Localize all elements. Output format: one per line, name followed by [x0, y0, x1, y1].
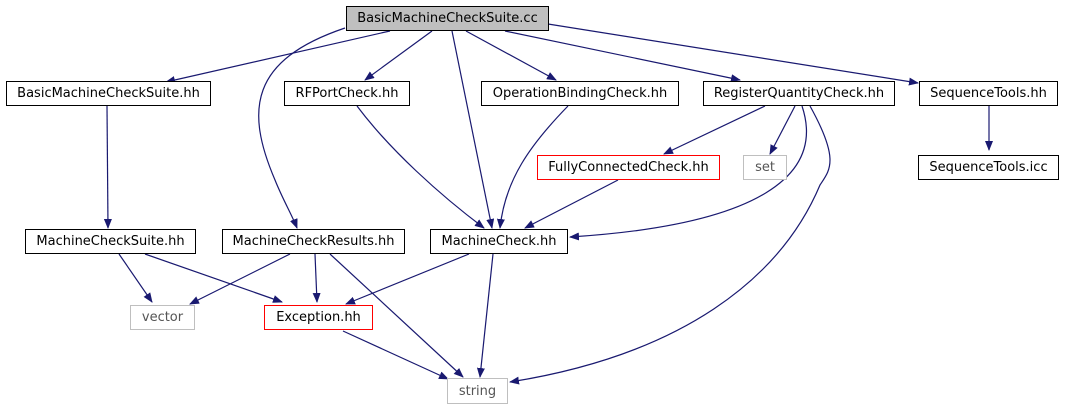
- edge-basic-cc-to-mcresults: [258, 27, 346, 229]
- node-exception-hh[interactable]: Exception.hh: [264, 305, 373, 330]
- node-set[interactable]: set: [743, 155, 787, 180]
- node-sequence-tools-hh[interactable]: SequenceTools.hh: [919, 81, 1058, 106]
- node-label: MachineCheckResults.hh: [232, 234, 395, 249]
- node-machine-check-hh[interactable]: MachineCheck.hh: [430, 229, 568, 254]
- edge-regquant-to-fullyconn: [663, 105, 766, 155]
- edge-regquant-to-string: [509, 105, 831, 385]
- edge-regquant-to-mcheck: [569, 105, 807, 241]
- edge-mcsuite-to-vector: [118, 253, 153, 303]
- node-sequence-tools-icc[interactable]: SequenceTools.icc: [918, 155, 1059, 180]
- node-label: RFPortCheck.hh: [295, 86, 399, 101]
- node-label: OperationBindingCheck.hh: [492, 86, 668, 101]
- node-label: MachineCheck.hh: [441, 234, 557, 249]
- edge-basic-cc-to-regquant: [504, 30, 741, 83]
- edge-basic-hh-to-mcsuite: [103, 105, 112, 229]
- edge-basic-cc-to-mcheck: [451, 30, 495, 229]
- edge-basic-cc-to-opbinding: [465, 30, 557, 81]
- node-label: SequenceTools.hh: [930, 86, 1047, 101]
- node-operation-binding-check-hh[interactable]: OperationBindingCheck.hh: [481, 81, 679, 106]
- node-string[interactable]: string: [447, 378, 508, 404]
- edge-mcheck-to-string: [476, 253, 494, 378]
- node-label: vector: [141, 310, 184, 325]
- node-basic-machine-check-suite-cc[interactable]: BasicMachineCheckSuite.cc: [346, 6, 549, 31]
- node-fully-connected-check-hh[interactable]: FullyConnectedCheck.hh: [537, 155, 720, 180]
- edge-rfport-to-mcheck: [356, 105, 485, 229]
- edge-mcheck-to-exception: [345, 253, 470, 305]
- edge-mcresults-to-exception: [312, 253, 321, 303]
- node-label: FullyConnectedCheck.hh: [548, 160, 709, 175]
- edge-basic-cc-to-seqtools: [547, 23, 919, 86]
- edge-mcsuite-to-exception: [144, 253, 283, 303]
- node-rf-port-check-hh[interactable]: RFPortCheck.hh: [284, 81, 410, 106]
- node-label: SequenceTools.icc: [929, 160, 1048, 175]
- edge-mcresults-to-string: [329, 253, 464, 378]
- node-vector[interactable]: vector: [130, 305, 195, 330]
- node-label: RegisterQuantityCheck.hh: [713, 86, 885, 101]
- edge-exception-to-string: [342, 330, 449, 380]
- node-basic-machine-check-suite-hh[interactable]: BasicMachineCheckSuite.hh: [6, 81, 211, 106]
- edge-opbinding-to-mcheck: [496, 105, 569, 229]
- node-label: Exception.hh: [276, 310, 361, 325]
- node-label: set: [755, 160, 775, 175]
- node-label: BasicMachineCheckSuite.cc: [357, 11, 538, 26]
- node-register-quantity-check-hh[interactable]: RegisterQuantityCheck.hh: [703, 81, 895, 106]
- node-label: string: [458, 383, 497, 399]
- edge-fullyconn-to-mcheck: [524, 179, 619, 229]
- node-machine-check-suite-hh[interactable]: MachineCheckSuite.hh: [25, 229, 196, 254]
- node-label: BasicMachineCheckSuite.hh: [17, 86, 200, 101]
- edge-mcresults-to-vector: [189, 253, 291, 305]
- edge-regquant-to-set: [769, 105, 796, 155]
- edge-basic-cc-to-rfport: [364, 30, 433, 81]
- node-label: MachineCheckSuite.hh: [36, 234, 185, 249]
- edge-basic-cc-to-basic-hh: [165, 30, 391, 84]
- node-machine-check-results-hh[interactable]: MachineCheckResults.hh: [222, 229, 405, 254]
